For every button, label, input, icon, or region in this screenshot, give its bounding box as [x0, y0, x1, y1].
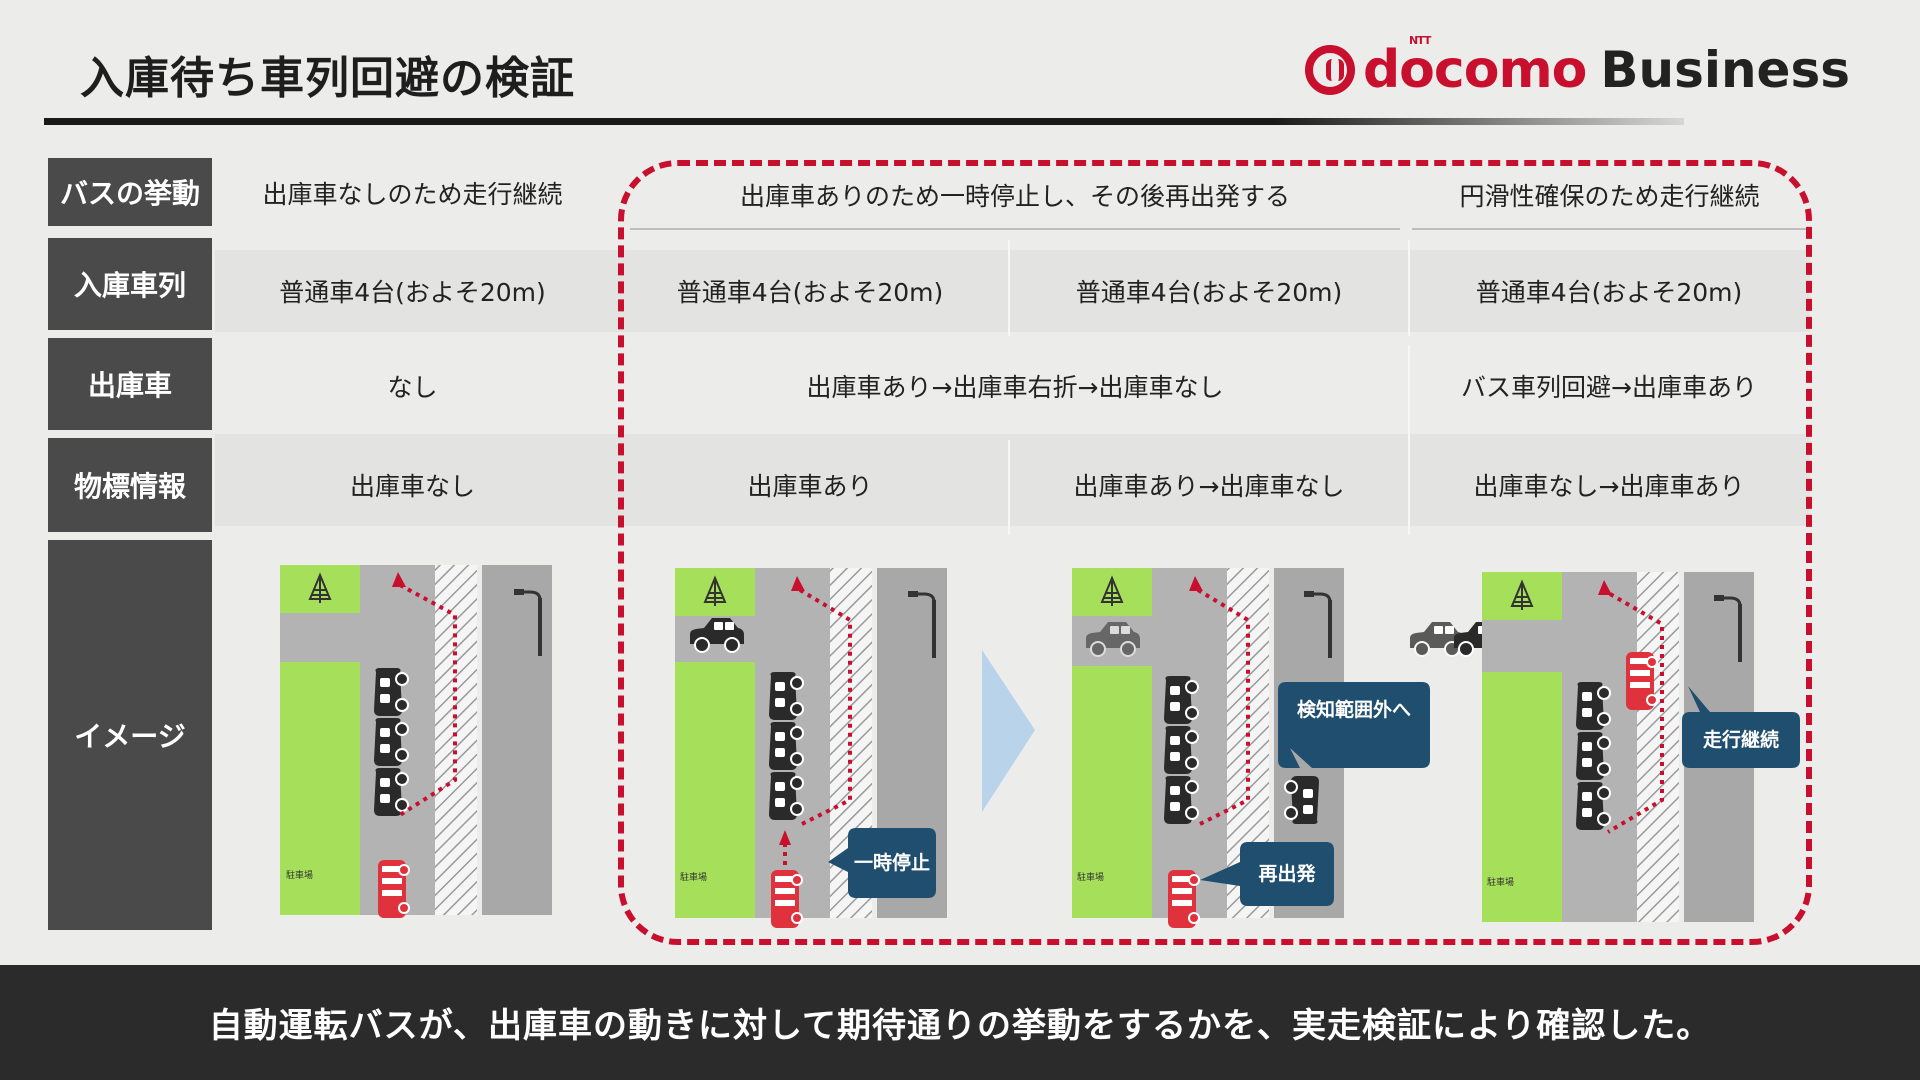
logo-docomo-text: docomo NTT [1362, 34, 1587, 100]
diagram-case4: 駐車場 走行継続 [1482, 572, 1800, 922]
column-divider [1008, 240, 1010, 336]
docomo-ring-icon [1304, 45, 1355, 95]
logo-ntt-text: NTT [1408, 34, 1431, 47]
row-label-object-info: 物標情報 [48, 438, 212, 532]
object-info-case3: 出庫車あり→出庫車なし [1073, 472, 1345, 501]
object-info-case1: 出庫車なし [349, 472, 475, 501]
queue-case1: 普通車4台(およそ20m) [279, 278, 546, 307]
object-info-case4: 出庫車なし→出庫車あり [1473, 472, 1745, 501]
behavior-case4: 円滑性確保のため走行継続 [1412, 162, 1807, 230]
svg-text:駐車場: 駐車場 [286, 869, 313, 881]
title-underline [44, 118, 1684, 125]
page-title: 入庫待ち車列回避の検証 [80, 53, 575, 104]
object-info-case2: 出庫車あり [747, 472, 873, 501]
queue-case3: 普通車4台(およそ20m) [1075, 278, 1343, 307]
row-band-queue [215, 250, 1810, 332]
queue-case4: 普通車4台(およそ20m) [1475, 278, 1743, 307]
row-label-behavior: バスの挙動 [48, 158, 212, 226]
transition-arrow-icon [982, 650, 1035, 812]
svg-text:駐車場: 駐車場 [680, 871, 707, 883]
exit-car-case4: バス車列回避→出庫車あり [1461, 373, 1757, 402]
row-label-queue: 入庫車列 [48, 238, 212, 330]
column-divider [1408, 440, 1410, 535]
diagram-case3: 駐車場 検知範囲外へ 再出発 [1072, 568, 1430, 929]
queue-case2: 普通車4台(およそ20m) [676, 278, 944, 307]
callout-stop: 一時停止 [854, 851, 930, 874]
diagram-case2: 駐車場 一時停止 [675, 568, 947, 929]
behavior-case1: 出庫車なしのため走行継続 [262, 180, 563, 209]
svg-text:駐車場: 駐車場 [1487, 876, 1514, 888]
exit-car-case2-3: 出庫車あり→出庫車右折→出庫車なし [806, 373, 1224, 402]
row-label-exit-car: 出庫車 [48, 338, 212, 430]
highlight-dashed-frame [618, 160, 1812, 945]
column-divider [1408, 345, 1410, 440]
behavior-case2-3: 出庫車ありのため一時停止し、その後再出発する [630, 162, 1400, 230]
exit-car-case1: なし [387, 373, 438, 402]
footer-caption: 自動運転バスが、出庫車の動きに対して期待通りの挙動をするかを、実走検証により確認… [208, 1006, 1712, 1046]
callout-restart: 再出発 [1258, 862, 1316, 885]
column-divider [1008, 440, 1010, 535]
column-divider [1408, 240, 1410, 336]
svg-text:駐車場: 駐車場 [1077, 871, 1104, 883]
row-label-image: イメージ [48, 540, 212, 930]
callout-continue: 走行継続 [1703, 728, 1779, 751]
diagram-case1: 駐車場 [280, 565, 552, 919]
docomo-business-logo: docomo NTT Business [1304, 34, 1850, 100]
callout-out-of-range: 検知範囲外へ [1297, 698, 1411, 721]
logo-business-text: Business [1600, 41, 1850, 99]
row-band-object-info [215, 434, 1810, 526]
footer-caption-bar: 自動運転バスが、出庫車の動きに対して期待通りの挙動をするかを、実走検証により確認… [0, 965, 1920, 1080]
